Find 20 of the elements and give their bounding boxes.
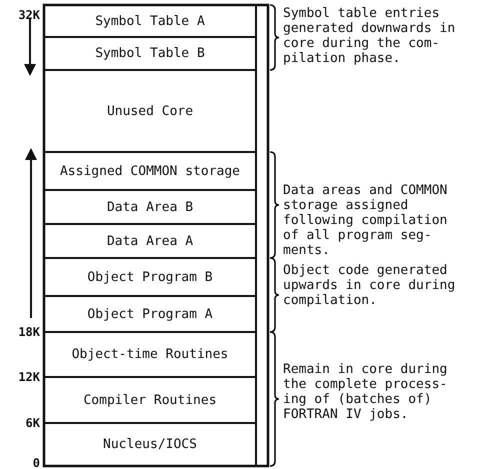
annotation-text: Data areas and COMMON storage assigned following compilation of all program seg- ments. [283, 183, 448, 258]
segment-label: Data Area A [106, 234, 194, 248]
address-label: 0 [32, 456, 40, 469]
segment-label: Symbol Table A [95, 14, 205, 28]
segment-label: Nucleus/IOCS [103, 437, 197, 452]
annotation-text: Symbol table entries generated downwards in core during the com- pilation phase. [283, 6, 456, 66]
annotation-text: Object code generated upwards in core during compilation. [283, 263, 456, 308]
address-label: 18K [18, 325, 40, 339]
segment-label: Data Area B [106, 200, 194, 214]
address-label: 12K [18, 370, 40, 384]
address-label: 6K [26, 416, 40, 430]
segment-label: Object Program A [87, 306, 213, 322]
segment-label: Object-time Routines [72, 347, 228, 362]
segment-label: Symbol Table B [95, 46, 205, 61]
annotation-text: Remain in core during the complete process- ing of (batches of) FORTRAN IV jobs. [283, 362, 448, 422]
segment-label: Compiler Routines [83, 392, 217, 408]
segment-label: Unused Core [106, 104, 194, 118]
segment-label: Assigned COMMON storage [60, 164, 240, 178]
address-label: 32K [18, 8, 40, 22]
segment-label: Object Program B [87, 270, 213, 284]
